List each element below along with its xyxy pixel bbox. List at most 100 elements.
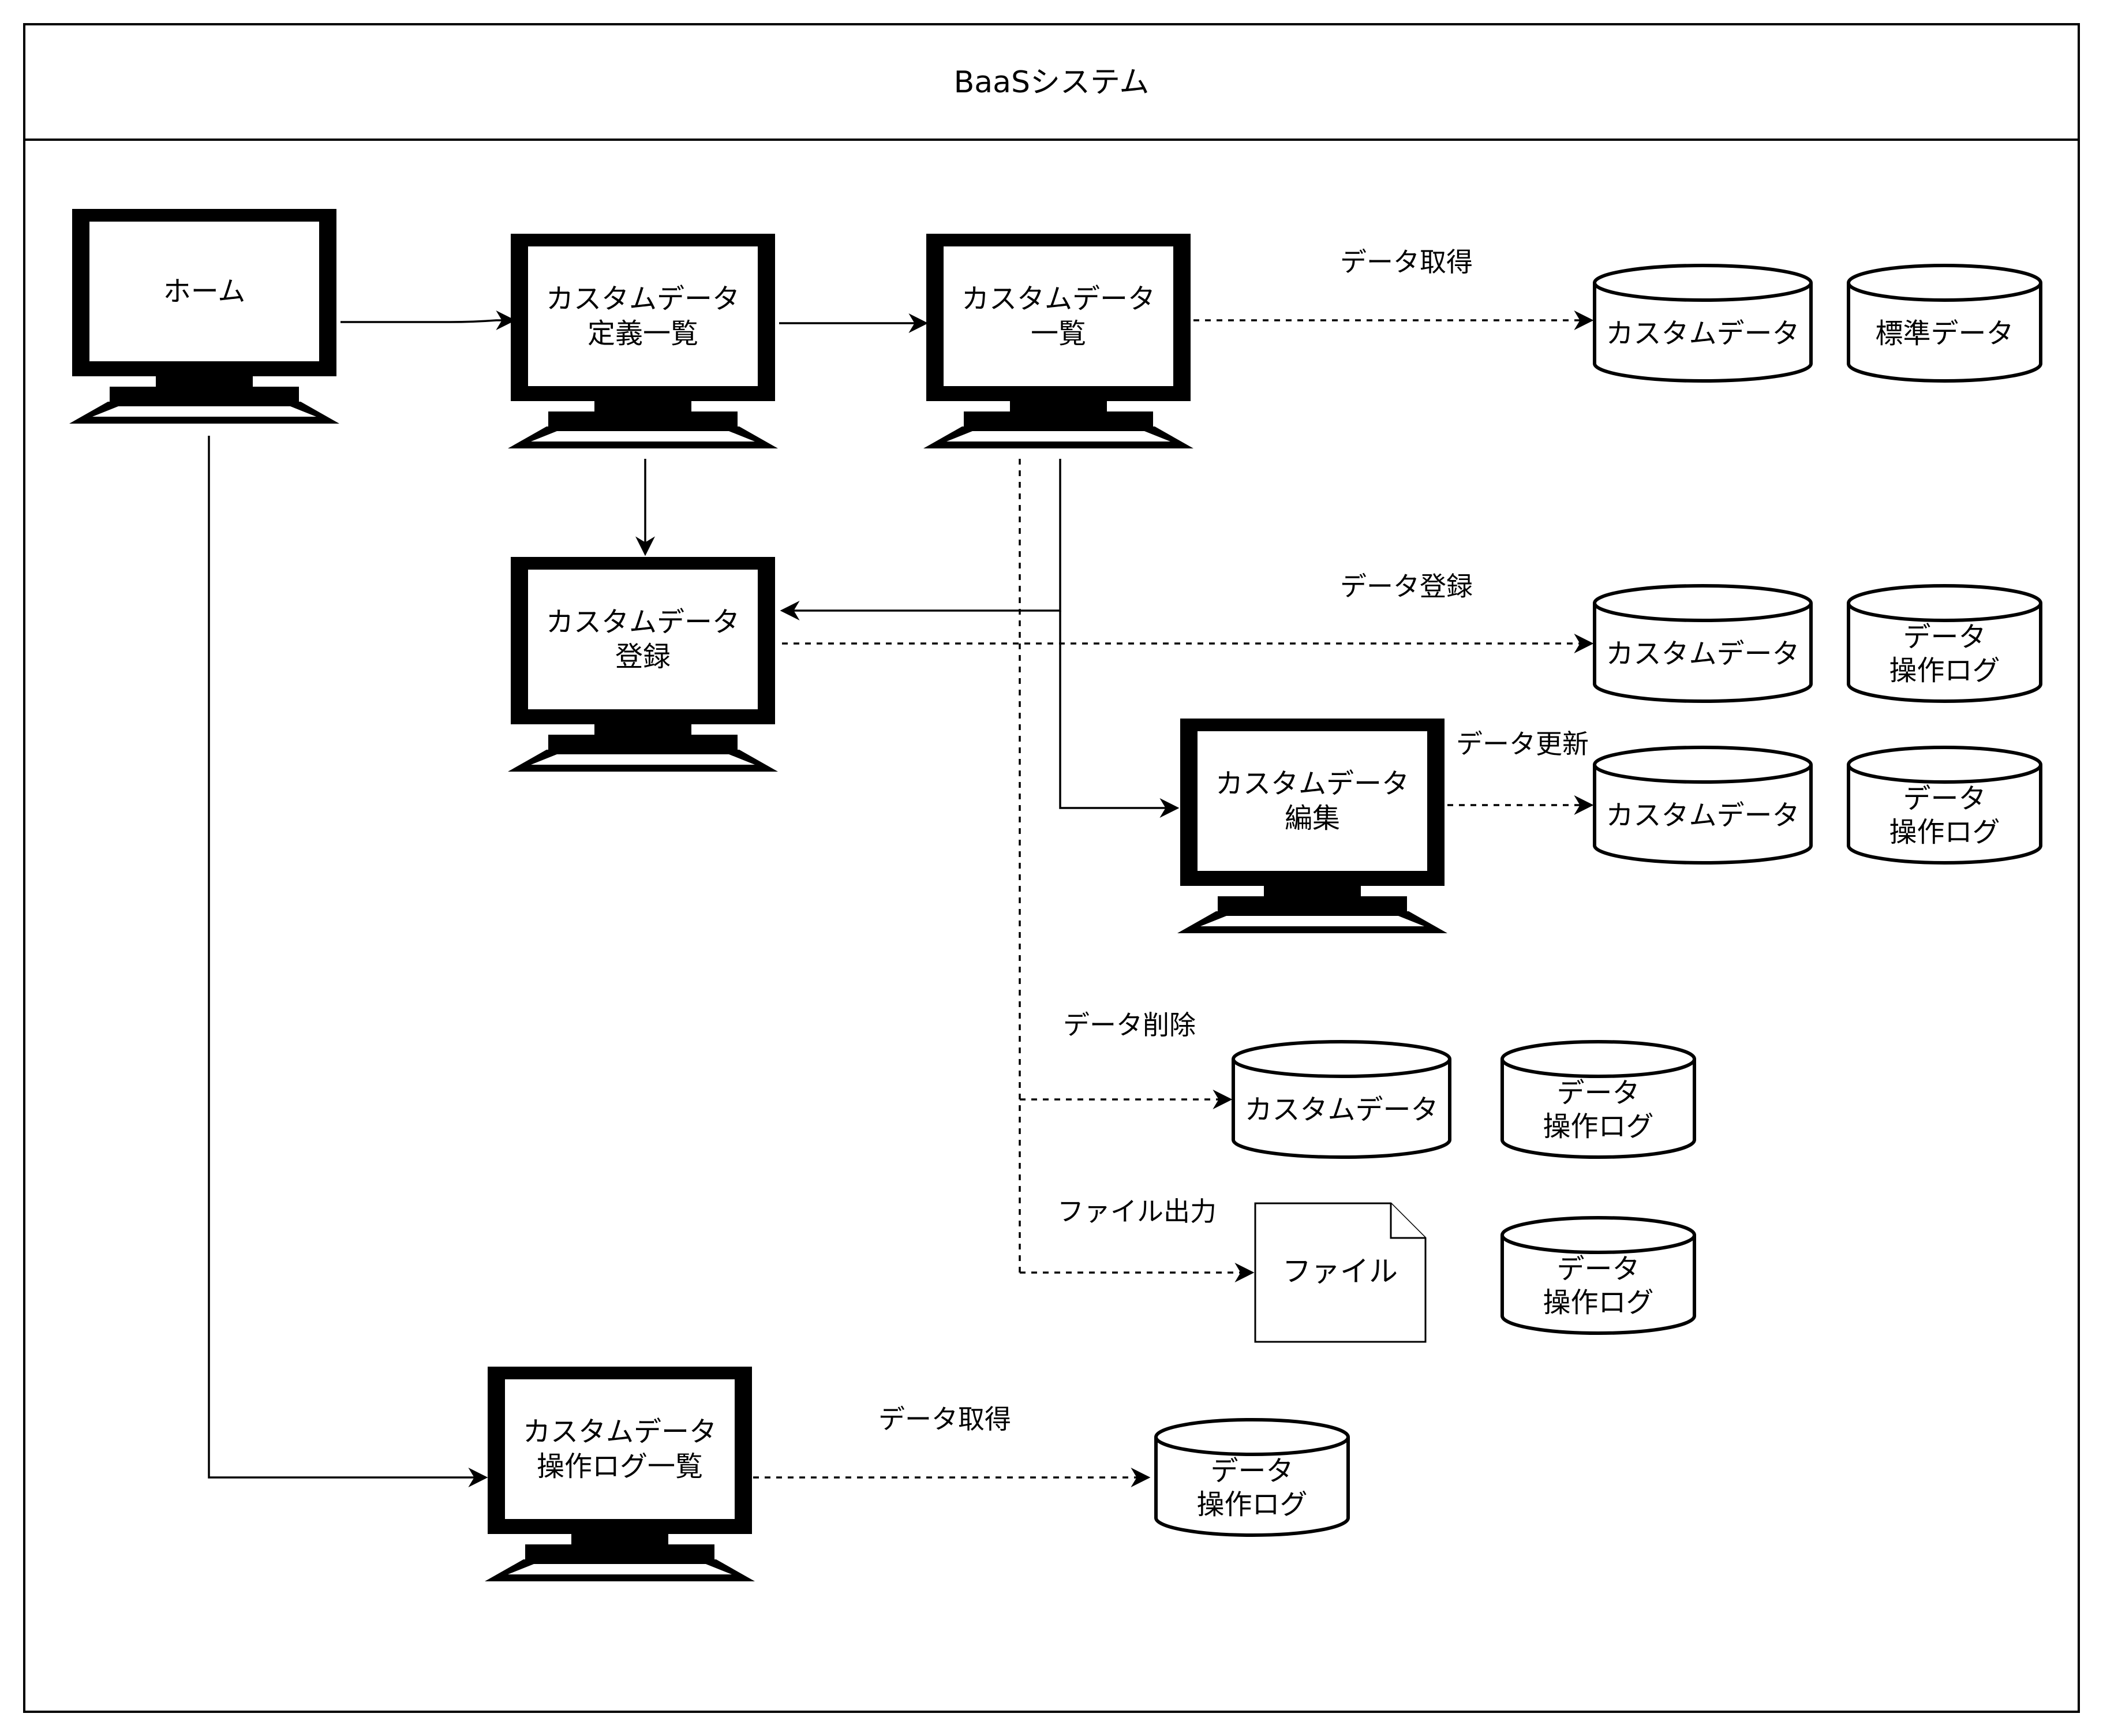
datastore-standard: 標準データ: [1847, 264, 2042, 383]
monitor-base-icon: [1218, 896, 1407, 911]
screen-data-list-label-line-1: カスタムデータ: [961, 283, 1155, 315]
edge-label-get-2: データ取得: [878, 1404, 1011, 1435]
database-rim-icon: [1847, 603, 2042, 622]
database-cylinder-icon: [1154, 1418, 1350, 1537]
monitor-screen-icon: [528, 570, 758, 709]
datastore-oplog-del-label-line-1: データ: [1556, 1077, 1640, 1109]
database-rim-icon: [1593, 764, 1813, 784]
keyboard-top-icon: [508, 1564, 732, 1574]
database-cylinder-icon: [1232, 1040, 1451, 1159]
edge-label-update: データ更新: [1456, 728, 1589, 760]
monitor-screen-icon: [944, 246, 1173, 386]
monitor-base-icon: [110, 387, 299, 402]
datastore-custom-upd: カスタムデータ: [1593, 746, 1813, 865]
datastore-custom-get-label-line-1: カスタムデータ: [1606, 317, 1799, 350]
database-cylinder-icon: [1847, 746, 2042, 865]
edge-data-list-to-edit: [1059, 611, 1180, 818]
keyboard-top-icon: [92, 406, 316, 417]
database-cylinder-icon: [1847, 584, 2042, 703]
datastore-oplog-file-label-line-1: データ: [1556, 1253, 1640, 1285]
monitor-screen-icon: [528, 246, 758, 386]
screen-def-list-label-line-2: 定義一覧: [588, 317, 698, 350]
edge-label-register: データ登録: [1340, 571, 1473, 602]
keyboard-top-icon: [531, 431, 755, 442]
monitor-stand-icon: [156, 376, 253, 387]
datastore-oplog-get-label-line-2: 操作ログ: [1196, 1488, 1307, 1521]
monitor-stand-icon: [1264, 886, 1361, 896]
datastore-custom-del: カスタムデータ: [1232, 1040, 1451, 1159]
edge-data-list-to-register: [780, 459, 1061, 620]
datastore-custom-get: カスタムデータ: [1593, 264, 1813, 383]
data-stores: カスタムデータ標準データカスタムデータデータ操作ログカスタムデータデータ操作ログ…: [1154, 264, 2042, 1537]
keyboard-top-icon: [946, 431, 1170, 442]
screen-home-label-line-1: ホーム: [163, 275, 246, 308]
monitor-base-icon: [548, 735, 738, 750]
datastore-oplog-upd-label-line-2: 操作ログ: [1889, 816, 2000, 848]
monitor-base-icon: [548, 411, 738, 426]
monitor-stand-icon: [594, 401, 691, 411]
edges: [208, 310, 1594, 1487]
database-cylinder-icon: [1593, 264, 1813, 383]
datastore-oplog-file-label-line-2: 操作ログ: [1543, 1286, 1653, 1319]
screen-edit-label-line-2: 編集: [1285, 802, 1340, 835]
monitor-base-icon: [525, 1544, 714, 1559]
monitor-stand-icon: [571, 1534, 668, 1544]
monitor-screen-icon: [1198, 731, 1427, 871]
file-node: ファイル: [1254, 1202, 1427, 1343]
database-cylinder-icon: [1847, 264, 2042, 383]
database-rim-icon: [1232, 1058, 1451, 1078]
monitor-screen-icon: [89, 222, 319, 361]
database-rim-icon: [1500, 1234, 1696, 1254]
monitor-screen-icon: [505, 1379, 735, 1519]
datastore-oplog-del-label-line-2: 操作ログ: [1543, 1110, 1653, 1143]
system-boundary: [23, 23, 2080, 1713]
keyboard-top-icon: [1200, 916, 1424, 926]
database-rim-icon: [1593, 282, 1813, 302]
datastore-custom-reg-label-line-1: カスタムデータ: [1606, 638, 1799, 670]
database-cylinder-icon: [1500, 1216, 1696, 1335]
file-fold-icon: [1390, 1203, 1425, 1239]
datastore-custom-del-label-line-1: カスタムデータ: [1244, 1094, 1438, 1126]
screen-oplog-list-label-line-1: カスタムデータ: [523, 1416, 717, 1448]
screen-register-label-line-2: 登録: [615, 641, 671, 673]
edge-labels: データ取得 データ登録 データ更新 データ削除 ファイル出力 データ取得: [878, 246, 1589, 1435]
datastore-oplog-upd-label-line-1: データ: [1903, 783, 1986, 815]
datastore-oplog-get-label-line-1: データ: [1210, 1455, 1293, 1487]
screen-def-list-label-line-1: カスタムデータ: [546, 283, 740, 315]
datastore-custom-upd-label-line-1: カスタムデータ: [1606, 799, 1799, 832]
monitor-stand-icon: [1010, 401, 1107, 411]
screen-oplog-list-label-line-2: 操作ログ一覧: [537, 1450, 703, 1483]
file-document-icon: [1254, 1202, 1427, 1343]
datastore-oplog-reg-label-line-1: データ: [1903, 621, 1986, 653]
diagram-title: BaaSシステム: [954, 65, 1150, 100]
monitor-stand-icon: [594, 724, 691, 735]
database-rim-icon: [1500, 1058, 1696, 1078]
datastore-custom-reg: カスタムデータ: [1593, 584, 1813, 703]
datastore-oplog-reg-label-line-2: 操作ログ: [1889, 654, 2000, 687]
edge-home-to-oplog-list: [208, 436, 488, 1487]
file-label: ファイル: [1282, 1255, 1398, 1288]
database-rim-icon: [1154, 1436, 1350, 1456]
screen-home: ホーム: [69, 209, 339, 424]
edge-label-delete: データ削除: [1063, 1009, 1196, 1041]
keyboard-top-icon: [531, 754, 755, 765]
edge-label-get-1: データ取得: [1340, 246, 1473, 278]
database-rim-icon: [1593, 603, 1813, 622]
screen-data-list-label-line-2: 一覧: [1031, 317, 1086, 350]
screens: ホームカスタムデータ定義一覧カスタムデータ一覧カスタムデータ登録カスタムデータ編…: [69, 209, 1447, 1581]
database-rim-icon: [1847, 764, 2042, 784]
datastore-standard-label-line-1: 標準データ: [1875, 317, 2014, 350]
screen-edit-label-line-1: カスタムデータ: [1215, 768, 1409, 800]
database-cylinder-icon: [1593, 584, 1813, 703]
